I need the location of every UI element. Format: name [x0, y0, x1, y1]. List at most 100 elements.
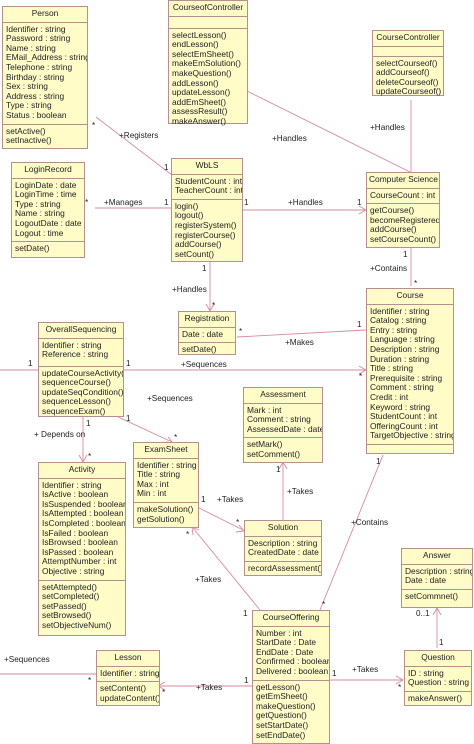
- attribute: CourseCount : int: [370, 189, 436, 200]
- mult-registers-one: 1: [164, 163, 169, 172]
- operation: updateContent(): [100, 692, 159, 703]
- attribute: Max : int: [137, 478, 169, 489]
- operation: recordAssessment(): [248, 562, 321, 573]
- label-handles-courseof: +Handles: [272, 134, 307, 143]
- label-handles-coursectrl: +Handles: [370, 123, 405, 132]
- mult-sequences-exam-one: 1: [126, 414, 131, 423]
- label-takes-assessment: +Takes: [287, 487, 314, 496]
- class-name: Activity: [39, 463, 125, 479]
- attribute: Objective : string: [42, 565, 105, 576]
- class-registration[interactable]: Registration Date : date setDate(): [178, 311, 236, 355]
- class-courseofcontroller[interactable]: CourseofController selectLesson()endLess…: [168, 0, 248, 126]
- attribute: Identifier : string: [100, 667, 159, 678]
- attribute: Identifier : string: [137, 459, 197, 470]
- operation: logout(): [175, 210, 204, 221]
- operation: getCourse(): [370, 205, 415, 216]
- class-coursecontroller[interactable]: CourseController selectCourseof()addCour…: [372, 30, 444, 96]
- operation: registerSystem(): [175, 219, 237, 230]
- operations: setActive()setInactive(): [3, 125, 87, 149]
- attribute: Sex : string: [6, 81, 48, 92]
- operation: sequenceExam(): [42, 405, 106, 416]
- class-name: CourseOffering: [253, 611, 329, 627]
- operation: makeQuestion(): [172, 67, 232, 78]
- class-name: LoginRecord: [12, 163, 84, 179]
- mult-makes-many: *: [239, 327, 243, 336]
- arrowhead-answer: [432, 607, 442, 616]
- operation: getLesson(): [256, 681, 301, 692]
- mult-handles-wbls-one: 1: [244, 198, 249, 207]
- label-contains-cs: +Contains: [370, 264, 408, 273]
- label-sequences-exam: +Sequences: [147, 394, 193, 403]
- attributes: [169, 17, 247, 29]
- attribute: IsActive : boolean: [42, 489, 109, 500]
- operation: makeAnswer(): [172, 115, 226, 126]
- class-computerscience[interactable]: Computer Science CourseCount : int getCo…: [366, 172, 440, 248]
- attribute: AssessedDate : date: [247, 423, 322, 434]
- operation: setCommnet(): [405, 590, 459, 601]
- mult-takes-sol-many: *: [236, 518, 240, 527]
- mult-depends-many: *: [88, 452, 92, 461]
- label-handles-registration: +Handles: [172, 285, 207, 294]
- operation: setCourseCount(): [370, 233, 437, 244]
- attribute: LoginDate : date: [15, 179, 77, 190]
- class-lesson[interactable]: Lesson Identifier : string setContent()u…: [96, 650, 160, 706]
- attribute: Delivered : boolean: [256, 665, 329, 676]
- attribute: StudentCount : int: [370, 411, 438, 422]
- attribute: IsCompleted : boolean: [42, 517, 125, 528]
- class-name: Course: [367, 289, 453, 305]
- mult-sequences-one-right: 1: [126, 359, 131, 368]
- operations: [367, 445, 453, 456]
- attribute: Prerequisite : string: [370, 372, 443, 383]
- operation: getEmSheet(): [256, 691, 308, 702]
- assoc-contains-offering: [319, 454, 384, 611]
- attribute: Question : string: [408, 677, 469, 688]
- attribute: AttemptNumber : int: [42, 556, 117, 567]
- operation: setCompleted(): [42, 591, 100, 602]
- class-name: Lesson: [97, 651, 159, 667]
- operation: updateSeqCondition(): [42, 386, 123, 397]
- arrowhead-question: [395, 675, 404, 685]
- operation: setContent(): [100, 683, 147, 694]
- operation: deleteCourseof(): [376, 76, 439, 87]
- attribute: Name : string: [6, 42, 56, 53]
- attribute: LogoutDate : date: [15, 217, 82, 228]
- label-sequences-main: +Sequences: [181, 360, 227, 369]
- class-name: WbLS: [172, 159, 242, 175]
- mult-contains-offering-many: *: [322, 600, 326, 609]
- operation: addCourse(): [370, 224, 417, 235]
- operation: setComment(): [247, 448, 301, 459]
- class-name: CourseController: [373, 31, 443, 47]
- operation: setPassed(): [42, 600, 87, 611]
- label-contains-offering: +Contains: [351, 518, 389, 527]
- operation: setDate(): [15, 243, 50, 254]
- attribute: Reference : string: [42, 349, 109, 360]
- attribute: EMail_Address : string: [6, 52, 87, 63]
- attribute: Confirmed : boolean: [256, 656, 329, 667]
- operation: setActive(): [6, 125, 46, 136]
- label-takes-lesson: +Takes: [196, 683, 223, 692]
- attribute: TeacherCount : int: [175, 185, 242, 196]
- operation: updateCourseActivity(): [42, 367, 123, 378]
- label-takes-question: +Takes: [352, 665, 379, 674]
- attributes: CourseCount : int: [367, 189, 439, 205]
- class-name: Assessment: [244, 388, 322, 404]
